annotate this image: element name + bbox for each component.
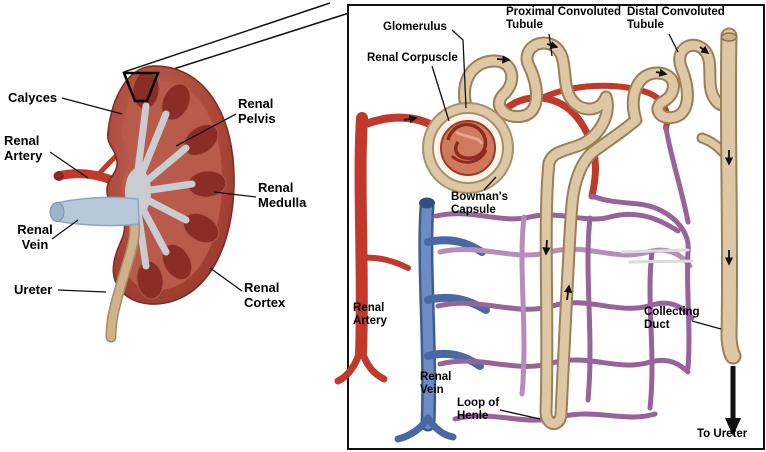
kidney-ureter-drawing	[105, 200, 141, 343]
label-renal-medulla: Renal Medulla	[258, 180, 307, 210]
label-collecting-duct: Collecting Duct	[644, 306, 700, 331]
to-ureter-arrow	[725, 366, 741, 436]
label-renal-pelvis: Renal Pelvis	[238, 96, 276, 126]
label-renal-corpuscle: Renal Corpuscle	[367, 52, 458, 64]
magnification-lines	[123, 2, 350, 75]
label-ureter: Ureter	[14, 282, 53, 297]
label-calyces: Calyces	[8, 90, 58, 105]
nephron-panel-border	[347, 4, 765, 450]
label-loop-of-henle: Loop of Henle	[457, 397, 500, 422]
label-nephron-renal-artery: Renal Artery	[353, 302, 387, 327]
label-distal-convoluted-tubule: Distal Convoluted Tubule	[627, 6, 725, 31]
magnification-triangle	[122, 71, 160, 103]
label-renal-artery: Renal Artery	[4, 133, 43, 163]
label-proximal-convoluted-tubule: Proximal Convoluted Tubule	[506, 6, 622, 31]
label-bowmans-capsule: Bowman's Capsule	[451, 191, 509, 216]
flow-arrows	[403, 41, 734, 301]
label-renal-vein: Renal Vein	[17, 222, 53, 252]
label-to-ureter: To Ureter	[697, 428, 748, 440]
collecting-duct-drawing	[702, 33, 737, 356]
nephron-renal-vein-drawing	[394, 197, 490, 443]
glomerulus-drawing	[422, 102, 514, 194]
label-renal-cortex: Renal Cortex	[244, 280, 286, 310]
kidney-renal-vein-drawing	[49, 196, 140, 227]
background-detail-lines	[620, 248, 694, 264]
kidney-illustration	[49, 65, 235, 343]
renal-pyramids-drawing	[132, 70, 227, 300]
leader-lines	[49, 29, 722, 420]
label-glomerulus: Glomerulus	[383, 21, 447, 33]
label-nephron-renal-vein: Renal Vein	[420, 371, 452, 396]
